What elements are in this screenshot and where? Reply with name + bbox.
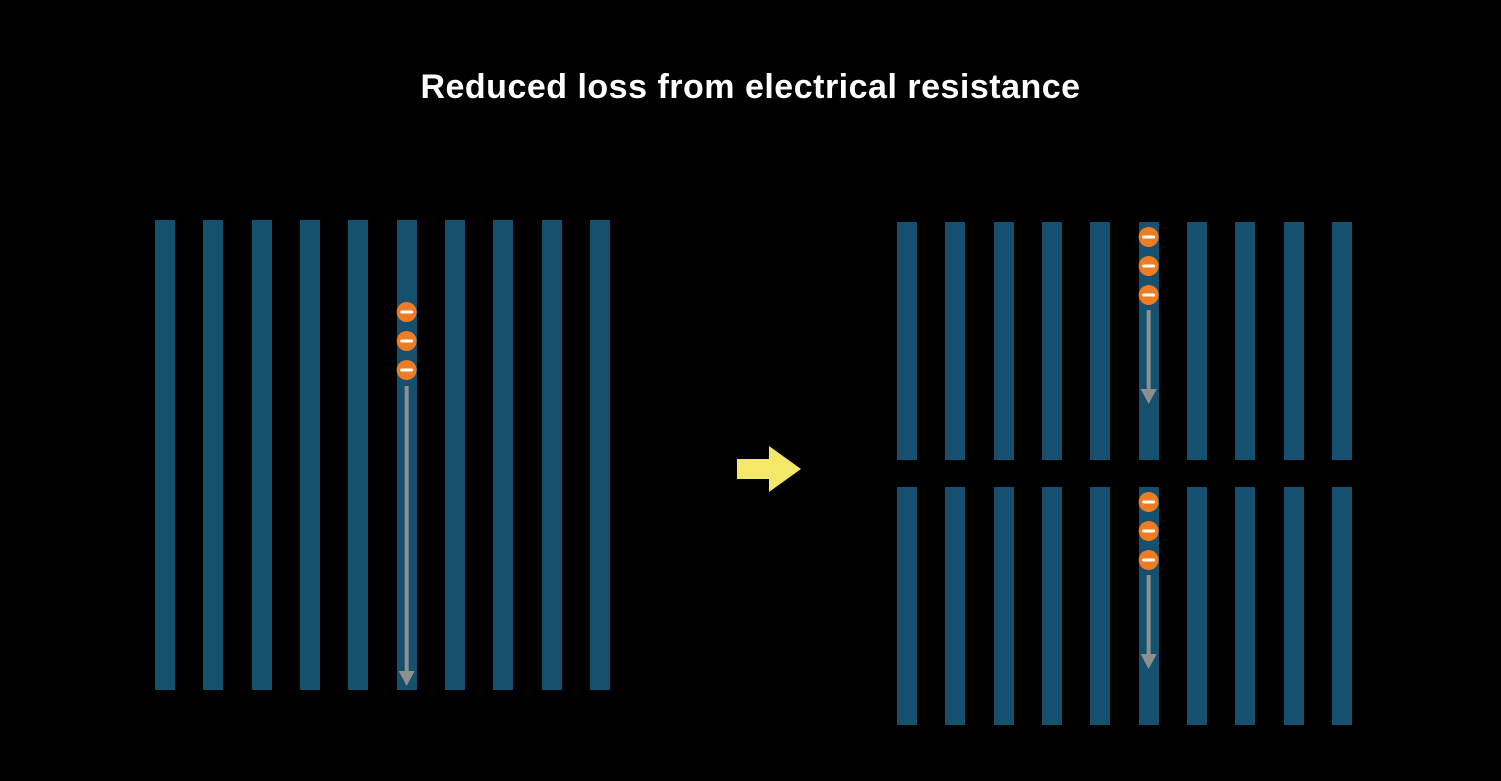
wafer-bar <box>1235 222 1256 460</box>
diagram-title: Reduced loss from electrical resistance <box>420 68 1081 106</box>
wafer-bar <box>1090 222 1111 460</box>
right-arrow-shape <box>737 446 801 492</box>
wafer-bar <box>444 220 465 690</box>
split-wafer-top-panel <box>897 222 1352 460</box>
wafer-bar <box>251 220 272 690</box>
wafer-bar <box>396 220 417 690</box>
split-wafer-bottom-panel <box>897 487 1352 725</box>
wafer-bar <box>1138 222 1159 460</box>
wafer-bar <box>1331 222 1352 460</box>
wafer-bar <box>348 220 369 690</box>
wafer-bar <box>1186 487 1207 725</box>
wafer-bar <box>1235 487 1256 725</box>
wafer-bar <box>993 222 1014 460</box>
transition-right-arrow-icon <box>737 446 801 492</box>
wafer-bar <box>993 487 1014 725</box>
wafer-bar <box>1283 487 1304 725</box>
wafer-bar <box>155 220 175 690</box>
wafer-bar <box>1041 487 1062 725</box>
wafer-bar <box>1283 222 1304 460</box>
wafer-bar <box>1090 487 1111 725</box>
wafer-bar <box>1186 222 1207 460</box>
wafer-bar <box>1041 222 1062 460</box>
wafer-bar <box>897 222 917 460</box>
wafer-bar <box>1331 487 1352 725</box>
wafer-bar <box>1138 487 1159 725</box>
wafer-bar <box>541 220 562 690</box>
wafer-bar <box>299 220 320 690</box>
wafer-bar <box>203 220 224 690</box>
wafer-bar <box>897 487 917 725</box>
single-wafer-panel <box>155 220 610 690</box>
wafer-bar <box>945 487 966 725</box>
wafer-bar <box>589 220 610 690</box>
wafer-bar <box>493 220 514 690</box>
wafer-bar <box>945 222 966 460</box>
